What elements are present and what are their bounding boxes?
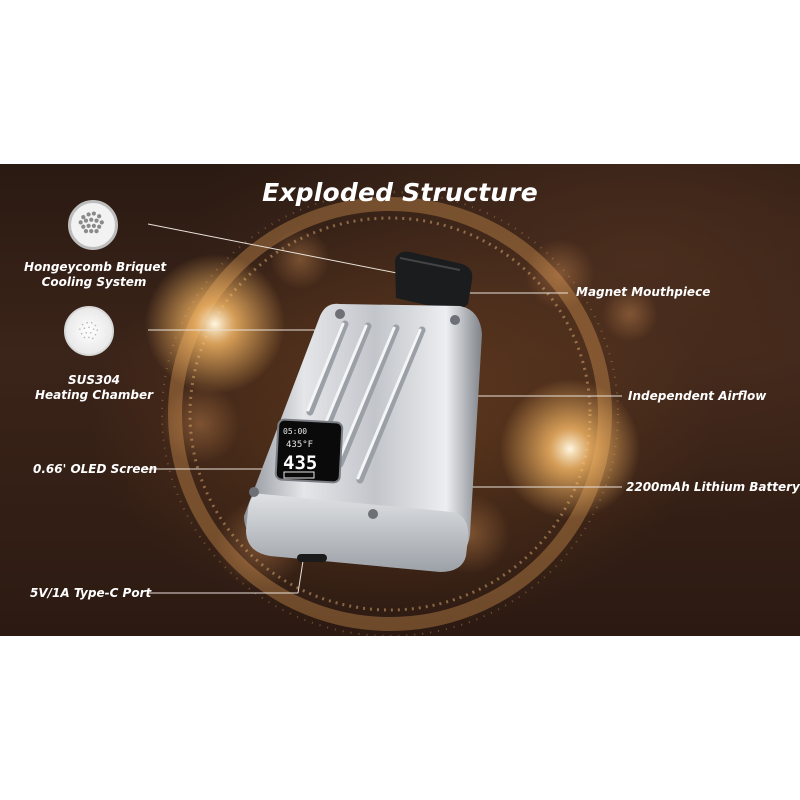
honeycomb-label: Hongeycomb Briquet Cooling System: [24, 260, 167, 290]
product-banner: Exploded Structure Hongeycomb Briquet Co…: [0, 164, 800, 636]
glow-ring: [145, 191, 658, 636]
page-title: Exploded Structure: [262, 178, 538, 207]
device-illustration: 05:00 435°F 435: [244, 251, 482, 572]
heating-mesh-disc-icon: [64, 306, 114, 356]
heating-label-line1: SUS304: [67, 373, 121, 387]
mouthpiece-label: Magnet Mouthpiece: [576, 285, 711, 299]
screen-temp-big: 435: [283, 452, 317, 474]
honeycomb-disc-icon: [68, 200, 118, 250]
callout-lines: [147, 223, 622, 594]
honeycomb-label-line1: Hongeycomb Briquet: [24, 260, 167, 274]
oled-label: 0.66' OLED Screen: [33, 462, 158, 476]
battery-label: 2200mAh Lithium Battery: [626, 480, 800, 494]
screen-temp-small: 435°F: [286, 440, 313, 450]
oled-screen: 05:00 435°F 435: [274, 418, 344, 484]
airflow-label: Independent Airflow: [628, 389, 767, 403]
honeycomb-label-line2: Cooling System: [41, 275, 147, 289]
screen-timer: 05:00: [283, 427, 307, 436]
battery-indicator-icon: [283, 471, 315, 479]
typec-label: 5V/1A Type-C Port: [30, 586, 152, 600]
heating-label: SUS304 Heating Chamber: [24, 373, 164, 403]
heating-label-line2: Heating Chamber: [34, 388, 154, 402]
